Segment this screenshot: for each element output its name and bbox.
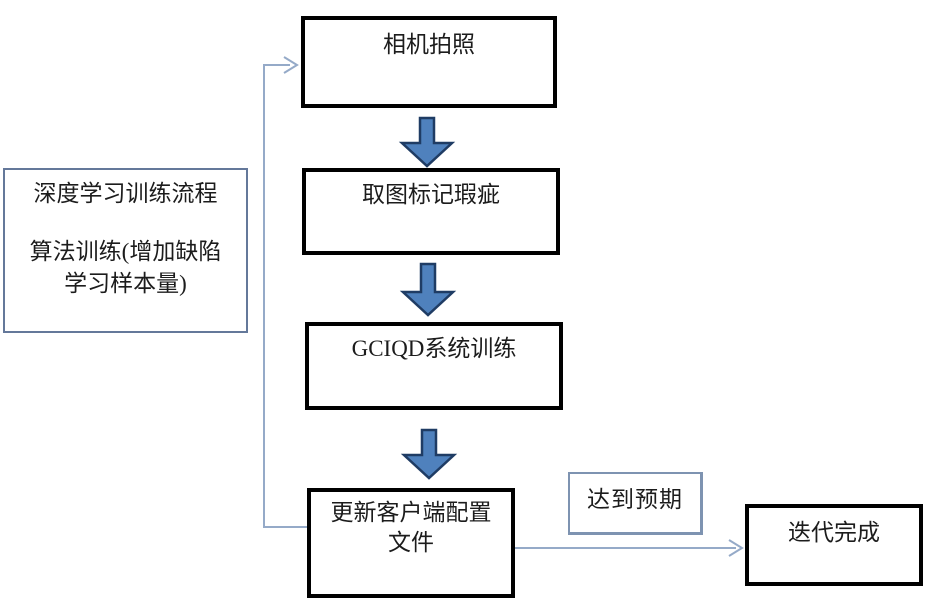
node-gciqd-training: GCIQD系统训练 bbox=[305, 322, 563, 410]
node-update-client-config: 更新客户端配置 文件 bbox=[307, 488, 515, 598]
side-note-title: 深度学习训练流程 bbox=[33, 181, 218, 206]
node-camera-capture-label: 相机拍照 bbox=[383, 32, 475, 57]
feedback-connector-arrow bbox=[263, 56, 307, 528]
node-mark-defects: 取图标记瑕疵 bbox=[302, 168, 560, 255]
node-iteration-done-label: 迭代完成 bbox=[788, 520, 880, 545]
node-side-note: 深度学习训练流程 算法训练(增加缺陷 学习样本量) bbox=[3, 168, 248, 333]
condition-label-text: 达到预期 bbox=[587, 487, 683, 512]
condition-label-expectation: 达到预期 bbox=[568, 472, 703, 535]
node-update-client-config-line1: 更新客户端配置 bbox=[330, 500, 492, 525]
result-connector-arrow bbox=[515, 539, 744, 557]
down-block-arrow-1 bbox=[398, 116, 456, 168]
node-camera-capture: 相机拍照 bbox=[301, 16, 557, 108]
side-note-line1: 算法训练(增加缺陷 bbox=[29, 239, 222, 264]
node-mark-defects-label: 取图标记瑕疵 bbox=[362, 182, 500, 207]
side-note-line2: 学习样本量) bbox=[64, 271, 187, 296]
side-note-spacer bbox=[5, 210, 246, 236]
node-gciqd-training-label: GCIQD系统训练 bbox=[351, 336, 517, 361]
node-iteration-done: 迭代完成 bbox=[745, 504, 923, 586]
down-block-arrow-3 bbox=[400, 428, 458, 480]
down-block-arrow-2 bbox=[399, 262, 457, 317]
node-update-client-config-line2: 文件 bbox=[388, 530, 434, 555]
